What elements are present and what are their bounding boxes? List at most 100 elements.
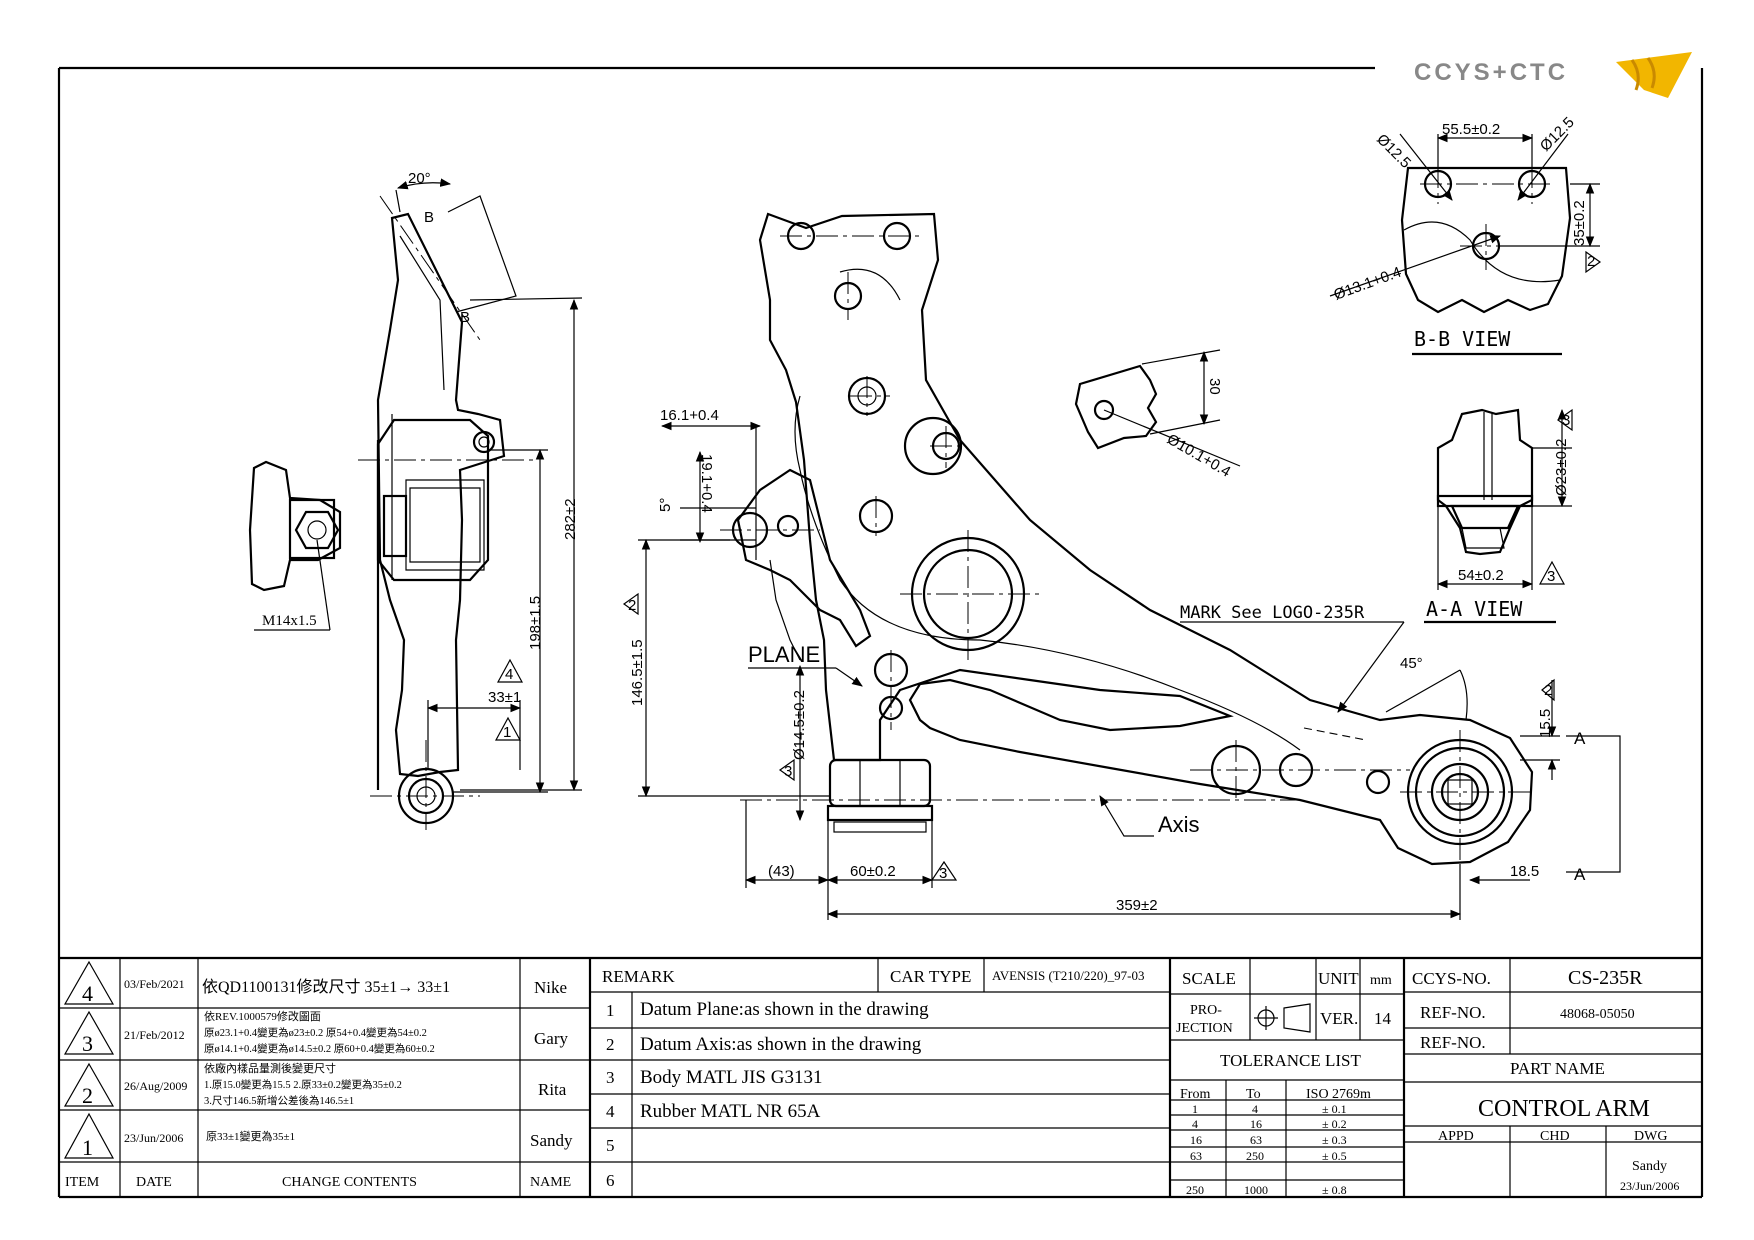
aa-rev-mark-dia: 3 — [1562, 412, 1570, 429]
rev-name: Gary — [534, 1029, 568, 1048]
rev-num: 1 — [82, 1135, 93, 1160]
rev-mark-1: 1 — [503, 724, 511, 741]
scale-label: SCALE — [1182, 969, 1236, 988]
dim-15-5: 15.5 — [1537, 709, 1554, 738]
rev-num: 2 — [82, 1083, 93, 1108]
aa-dim-dia: Ø23±0.2 — [1553, 439, 1570, 496]
bb-dim-hole-left: Ø12.5 — [1373, 131, 1414, 172]
main-view: 30 Ø10.1+0.4 16.1+0.4 19.1+0.4 5° 146.5±… — [622, 212, 1621, 920]
car-type-label: CAR TYPE — [890, 967, 971, 986]
sheet-frame — [57, 66, 1704, 1199]
rev-date: 21/Feb/2012 — [124, 1028, 185, 1042]
section-marker-b-bottom: B — [460, 309, 470, 326]
bb-dim-bore: Ø13.1+0.4 — [1332, 264, 1404, 304]
tol-to: 16 — [1250, 1117, 1262, 1131]
dim-angle-20: 20° — [408, 170, 431, 187]
dim-18-5: 18.5 — [1510, 863, 1539, 880]
axis-label: Axis — [1158, 812, 1200, 837]
remark-num: 3 — [606, 1068, 615, 1087]
revision-row-4: 4 03/Feb/2021 依QD1100131修改尺寸 35±1→ 33±1 … — [63, 960, 567, 1006]
thread-spec: M14x1.5 — [262, 613, 317, 629]
dim-tab-hole: Ø10.1+0.4 — [1164, 431, 1234, 481]
projection-label-2: JECTION — [1176, 1021, 1233, 1036]
unit-value: mm — [1370, 973, 1392, 988]
rev-change-line: 原33±1變更為35±1 — [206, 1129, 295, 1143]
chd-label: CHD — [1540, 1129, 1570, 1144]
remark-num: 2 — [606, 1035, 615, 1054]
remark-table: REMARK CAR TYPE AVENSIS (T210/220)_97-03… — [590, 958, 1172, 1197]
dwg-label: DWG — [1634, 1129, 1667, 1144]
remark-text: Body MATL JIS G3131 — [640, 1067, 822, 1088]
rev-change-line: 依REV.1000579修改圖面 — [204, 1009, 321, 1023]
tol-value: ± 0.2 — [1322, 1117, 1347, 1131]
rev-name: Rita — [538, 1080, 567, 1099]
tol-to: 250 — [1246, 1149, 1264, 1163]
remark-num: 4 — [606, 1102, 615, 1121]
tol-to: 1000 — [1244, 1183, 1268, 1197]
ccys-no-value: CS-235R — [1568, 967, 1643, 989]
unit-label: UNIT — [1318, 969, 1359, 988]
rev-change-line: 原ø14.1+0.4變更為ø14.5±0.2 原60+0.4變更為60±0.2 — [204, 1042, 435, 1055]
ccys-no-label: CCYS-NO. — [1412, 969, 1491, 988]
version-value: 14 — [1374, 1009, 1392, 1028]
revision-row-2: 2 26/Aug/2009 依廠內樣品量測後變更尺寸 1.原15.0變更為15.… — [63, 1061, 567, 1108]
tol-from: 4 — [1192, 1117, 1198, 1131]
plane-label: PLANE — [748, 642, 820, 667]
part-name-value: CONTROL ARM — [1478, 1096, 1650, 1122]
aa-dim-width: 54±0.2 — [1458, 567, 1504, 584]
tol-from: 63 — [1190, 1149, 1202, 1163]
rev-num: 4 — [82, 981, 93, 1006]
title-block: 4 03/Feb/2021 依QD1100131修改尺寸 35±1→ 33±1 … — [59, 956, 1702, 1197]
dim-bushing-dia: Ø14.5±0.2 — [791, 690, 808, 760]
rev-change-line: 1.原15.0變更為15.5 2.原33±0.2變更為35±0.2 — [204, 1078, 402, 1091]
section-marker-a-top: A — [1574, 729, 1586, 748]
dim-offset-33: 33±1 — [488, 689, 521, 706]
dim-overall-height: 282±2 — [562, 498, 579, 540]
tol-value: ± 0.1 — [1322, 1102, 1347, 1116]
revision-table: 4 03/Feb/2021 依QD1100131修改尺寸 35±1→ 33±1 … — [59, 956, 1702, 1197]
company-logo: CCYS+CTC — [1414, 52, 1692, 98]
remark-header: REMARK — [602, 967, 675, 986]
tol-header-iso: ISO 2769m — [1306, 1087, 1371, 1102]
tol-to: 4 — [1252, 1102, 1258, 1116]
part-info-block: CCYS-NO. CS-235R REF-NO. 48068-05050 REF… — [1404, 958, 1702, 1197]
part-name-label: PART NAME — [1510, 1059, 1605, 1078]
rev-mark-15-5: 2 — [1544, 682, 1552, 699]
section-marker-a-bottom: A — [1574, 865, 1586, 884]
revision-row-1: 1 23/Jun/2006 原33±1變更為35±1 Sandy — [63, 1112, 573, 1160]
revision-row-3: 3 21/Feb/2012 依REV.1000579修改圖面 原ø23.1+0.… — [63, 1009, 568, 1056]
tol-value: ± 0.3 — [1322, 1133, 1347, 1147]
tol-to: 63 — [1250, 1133, 1262, 1147]
rev-num: 3 — [82, 1031, 93, 1056]
remark-num: 1 — [606, 1001, 615, 1020]
dim-angle-45: 45° — [1400, 655, 1423, 672]
remark-num: 5 — [606, 1136, 615, 1155]
projection-label-1: PRO- — [1190, 1003, 1222, 1018]
ref-no-1-label: REF-NO. — [1420, 1003, 1486, 1022]
dim-16-1: 16.1+0.4 — [660, 407, 719, 424]
tol-from: 250 — [1186, 1183, 1204, 1197]
car-type-value: AVENSIS (T210/220)_97-03 — [992, 968, 1145, 983]
tol-row: 4 16 ± 0.2 — [1192, 1117, 1347, 1131]
bb-view-title: B-B VIEW — [1414, 327, 1511, 351]
tol-value: ± 0.8 — [1322, 1183, 1347, 1197]
bb-rev-mark-height: 2 — [1587, 253, 1595, 270]
remark-text: Datum Plane:as shown in the drawing — [640, 999, 929, 1020]
rev-header-date: DATE — [136, 1175, 172, 1190]
ref-no-1-value: 48068-05050 — [1560, 1007, 1635, 1022]
rev-change-line: 3.尺寸146.5新增公差後為146.5±1 — [204, 1094, 354, 1107]
rev-header-item: ITEM — [65, 1175, 100, 1190]
bb-view: 55.5±0.2 Ø12.5 Ø12.5 35±0.2 2 Ø13.1+0.4 … — [1329, 114, 1602, 356]
remark-text: Rubber MATL NR 65A — [640, 1101, 821, 1122]
rev-header-change: CHANGE CONTENTS — [282, 1175, 417, 1190]
dim-tab-height: 30 — [1206, 378, 1223, 395]
dim-angle-5: 5° — [657, 498, 674, 512]
section-marker-b-top: B — [424, 209, 434, 226]
appd-label: APPD — [1438, 1129, 1474, 1144]
aa-view: Ø23±0.2 3 54±0.2 3 A-A VIEW — [1424, 408, 1573, 624]
rev-date: 26/Aug/2009 — [124, 1079, 187, 1093]
ref-no-2-label: REF-NO. — [1420, 1033, 1486, 1052]
